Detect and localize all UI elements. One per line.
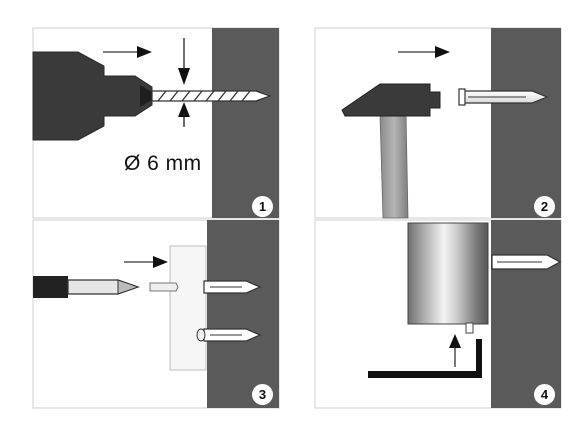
drill-chuck-icon — [140, 85, 152, 107]
hammer-handle-icon — [379, 113, 409, 219]
mounting-plate-icon — [169, 245, 207, 371]
panel-3-wall — [207, 220, 279, 408]
screwdriver-tip-icon — [117, 279, 140, 295]
push-arrow-1-icon — [137, 46, 152, 58]
diameter-label: Ø 6 mm — [124, 152, 202, 175]
panel-4-wall — [491, 220, 561, 408]
step-badge-3: 3 — [252, 384, 273, 405]
push-arrow-3-icon — [153, 256, 168, 268]
panel-2 — [314, 27, 562, 219]
set-screw-icon — [465, 322, 474, 334]
drill-bit-spiral — [157, 90, 251, 102]
screw-icon — [149, 282, 179, 292]
screw-head-icon — [196, 328, 206, 342]
push-arrow-2-icon — [435, 46, 450, 58]
wall-plug-collar — [458, 88, 466, 106]
step-badge-1: 1 — [252, 196, 273, 217]
drill-body-icon — [32, 51, 153, 141]
hammer-head-icon — [341, 83, 441, 117]
panel-1 — [32, 27, 280, 219]
push-arrow-4-icon — [449, 334, 461, 348]
panel-3 — [32, 219, 280, 409]
dimension-arrow-top-icon — [178, 68, 190, 85]
towel-holder-cylinder-icon — [407, 222, 489, 325]
hex-key-icon — [368, 339, 482, 378]
panel-4 — [314, 219, 562, 409]
dimension-arrow-bottom-icon — [178, 102, 190, 117]
step-badge-2: 2 — [534, 196, 555, 217]
panel-2-wall — [491, 28, 561, 218]
panel-1-wall — [212, 28, 279, 218]
step-badge-4: 4 — [534, 384, 555, 405]
drill-bit-icon — [151, 90, 272, 102]
screwdriver-handle-icon — [33, 276, 68, 298]
